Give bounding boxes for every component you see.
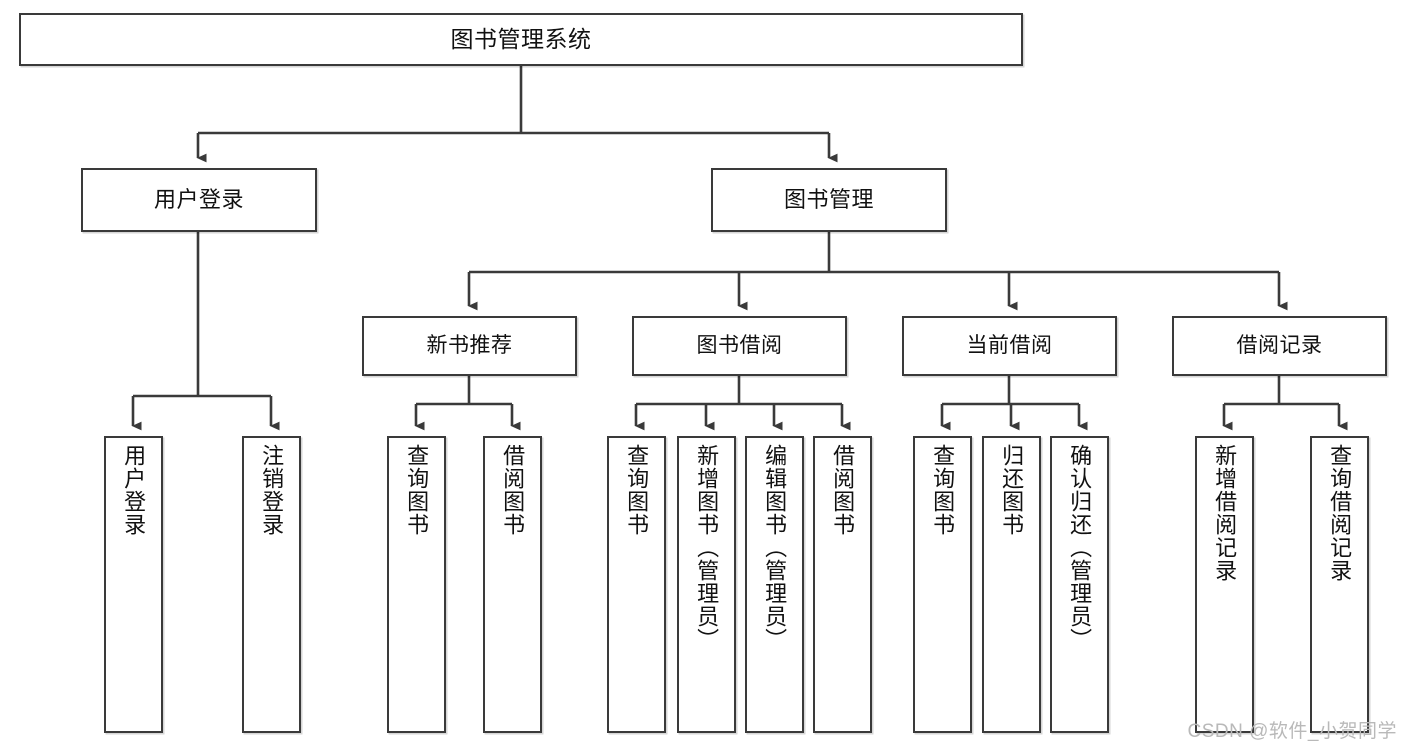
node-leaf-borrow-book-recommend[interactable]: 借阅图书 (483, 436, 542, 733)
node-current-borrow[interactable]: 当前借阅 (902, 316, 1117, 376)
node-leaf-query-borrow-record[interactable]: 查询借阅记录 (1310, 436, 1369, 733)
node-label: 图书管理 (783, 187, 874, 213)
node-label: 查询借阅记录 (1327, 444, 1353, 582)
node-leaf-return-book[interactable]: 归还图书 (982, 436, 1041, 733)
node-label: 查询图书 (930, 444, 956, 536)
node-root-system[interactable]: 图书管理系统 (19, 13, 1023, 66)
node-new-book-recommend[interactable]: 新书推荐 (362, 316, 577, 376)
node-label: 新书推荐 (426, 334, 513, 358)
node-leaf-add-book-admin[interactable]: 新增图书（管理员） (677, 436, 736, 733)
node-leaf-logout[interactable]: 注销登录 (242, 436, 301, 733)
node-label: 用户登录 (153, 187, 244, 213)
node-label: 借阅记录 (1236, 334, 1323, 358)
node-leaf-query-book-recommend[interactable]: 查询图书 (387, 436, 446, 733)
node-label: 借阅图书 (500, 444, 526, 536)
node-label: 借阅图书 (830, 444, 856, 536)
node-leaf-query-book-borrow[interactable]: 查询图书 (607, 436, 666, 733)
node-label: 查询图书 (624, 444, 650, 536)
node-label: 注销登录 (259, 444, 285, 536)
node-leaf-user-login[interactable]: 用户登录 (104, 436, 163, 733)
node-leaf-edit-book-admin[interactable]: 编辑图书（管理员） (745, 436, 804, 733)
node-leaf-confirm-return-admin[interactable]: 确认归还（管理员） (1050, 436, 1109, 733)
node-leaf-add-borrow-record[interactable]: 新增借阅记录 (1195, 436, 1254, 733)
node-label: 当前借阅 (966, 334, 1053, 358)
node-book-management[interactable]: 图书管理 (711, 168, 947, 232)
node-label: 图书借阅 (696, 334, 783, 358)
node-borrow-record[interactable]: 借阅记录 (1172, 316, 1387, 376)
node-label: 新增图书（管理员） (694, 444, 720, 651)
node-label: 新增借阅记录 (1212, 444, 1238, 582)
watermark-text: CSDN @软件_小贺同学 (1187, 721, 1397, 742)
node-label: 用户登录 (121, 444, 147, 536)
node-label: 查询图书 (404, 444, 430, 536)
node-book-borrow[interactable]: 图书借阅 (632, 316, 847, 376)
node-label: 归还图书 (999, 444, 1025, 536)
node-leaf-query-book-current[interactable]: 查询图书 (913, 436, 972, 733)
node-label: 图书管理系统 (450, 26, 592, 53)
node-label: 确认归还（管理员） (1067, 444, 1093, 651)
node-label: 编辑图书（管理员） (762, 444, 788, 651)
node-leaf-borrow-book[interactable]: 借阅图书 (813, 436, 872, 733)
node-user-login[interactable]: 用户登录 (81, 168, 317, 232)
